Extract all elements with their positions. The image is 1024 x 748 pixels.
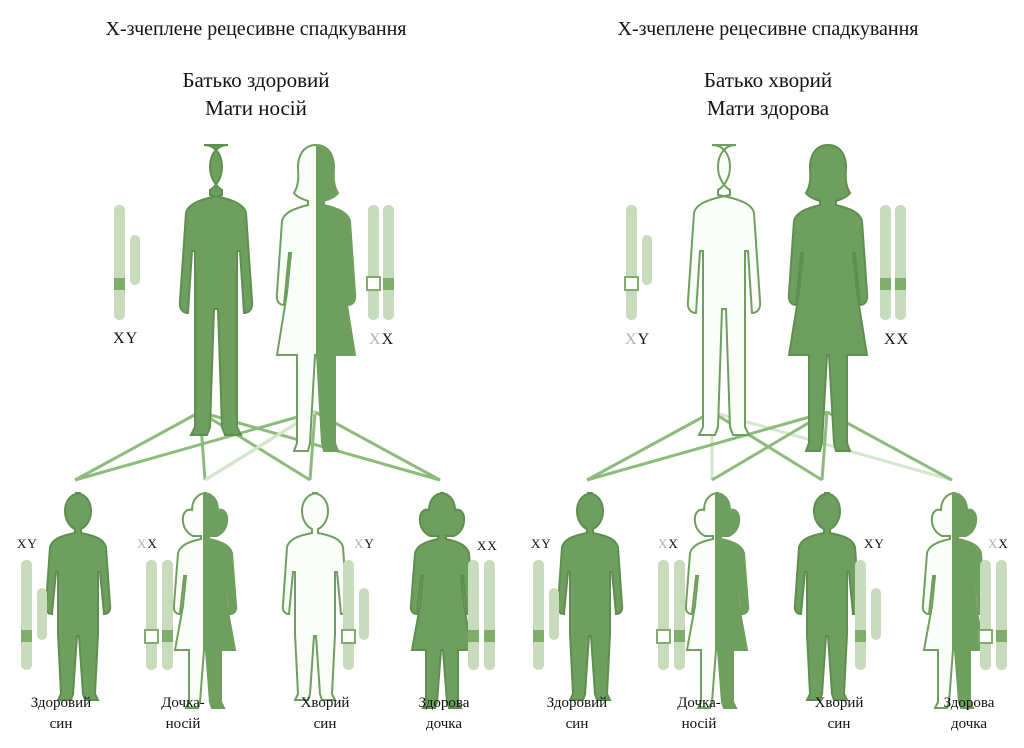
father-caption: Батько здоровий [182, 68, 330, 92]
child-healthy-daughter [921, 492, 987, 709]
father-genotype: XY [625, 331, 651, 348]
parents-caption: Батько хворий Мати здорова [512, 66, 1024, 122]
father-genotype: XY [113, 330, 139, 347]
child-healthy-son [44, 492, 112, 701]
mother-chromosomes [880, 205, 906, 320]
panel-father-affected-mother-healthy: Х-зчеплене рецесивне спадкування Батько … [512, 0, 1024, 748]
mother-figure [275, 144, 357, 452]
child-genotype-healthy-son: XY [17, 536, 38, 551]
mother-figure [787, 144, 869, 452]
child-genotype-carrier-daughter: XX [658, 536, 679, 551]
child-genotype-carrier-daughter: XX [137, 536, 158, 551]
child-affected-son-chromosomes [855, 560, 881, 670]
child-genotype-healthy-daughter: XX [477, 538, 498, 553]
parents-caption: Батько здоровий Мати носій [0, 66, 512, 122]
father-chromosomes [114, 205, 140, 320]
child-healthy-daughter-chromosomes [468, 560, 495, 670]
child-carrier-daughter [172, 492, 238, 709]
child-carrier-daughter-chromosomes [656, 560, 685, 670]
father-caption: Батько хворий [703, 68, 833, 92]
father-chromosomes [624, 205, 652, 320]
mother-genotype: XX [369, 331, 395, 348]
child-healthy-daughter-chromosomes [978, 560, 1007, 670]
child-carrier-daughter [684, 492, 750, 709]
child-genotype-affected-son: XY [354, 536, 375, 551]
panel-father-healthy-mother-carrier: Х-зчеплене рецесивне спадкування Батько … [0, 18, 512, 732]
mother-caption: Мати здорова [706, 96, 830, 120]
child-label-carrier-daughter: Дочка-носій [161, 695, 205, 732]
father-figure [686, 144, 762, 436]
child-affected-son [793, 492, 861, 701]
child-healthy-daughter [409, 492, 475, 709]
inheritance-lines [586, 410, 953, 482]
panel-title: Х-зчеплене рецесивне спадкування [105, 18, 407, 40]
child-healthy-son-chromosomes [533, 560, 559, 670]
mother-genotype: XX [884, 331, 910, 348]
child-healthy-son-chromosomes [21, 560, 47, 670]
father-figure [178, 144, 254, 436]
child-label-carrier-daughter: Дочка-носій [677, 695, 721, 732]
child-genotype-healthy-daughter: XX [988, 536, 1009, 551]
pedigree-diagram [533, 144, 1007, 709]
child-affected-son [281, 492, 349, 701]
child-carrier-daughter-chromosomes [144, 560, 173, 670]
mother-caption: Мати носій [205, 96, 307, 120]
mother-chromosomes [366, 205, 394, 320]
child-healthy-son [556, 492, 624, 701]
pedigree-diagram [21, 144, 495, 709]
child-genotype-healthy-son: XY [531, 536, 552, 551]
panel-title: Х-зчеплене рецесивне спадкування [617, 18, 919, 40]
child-genotype-affected-son: XY [864, 536, 885, 551]
child-affected-son-chromosomes [341, 560, 369, 670]
